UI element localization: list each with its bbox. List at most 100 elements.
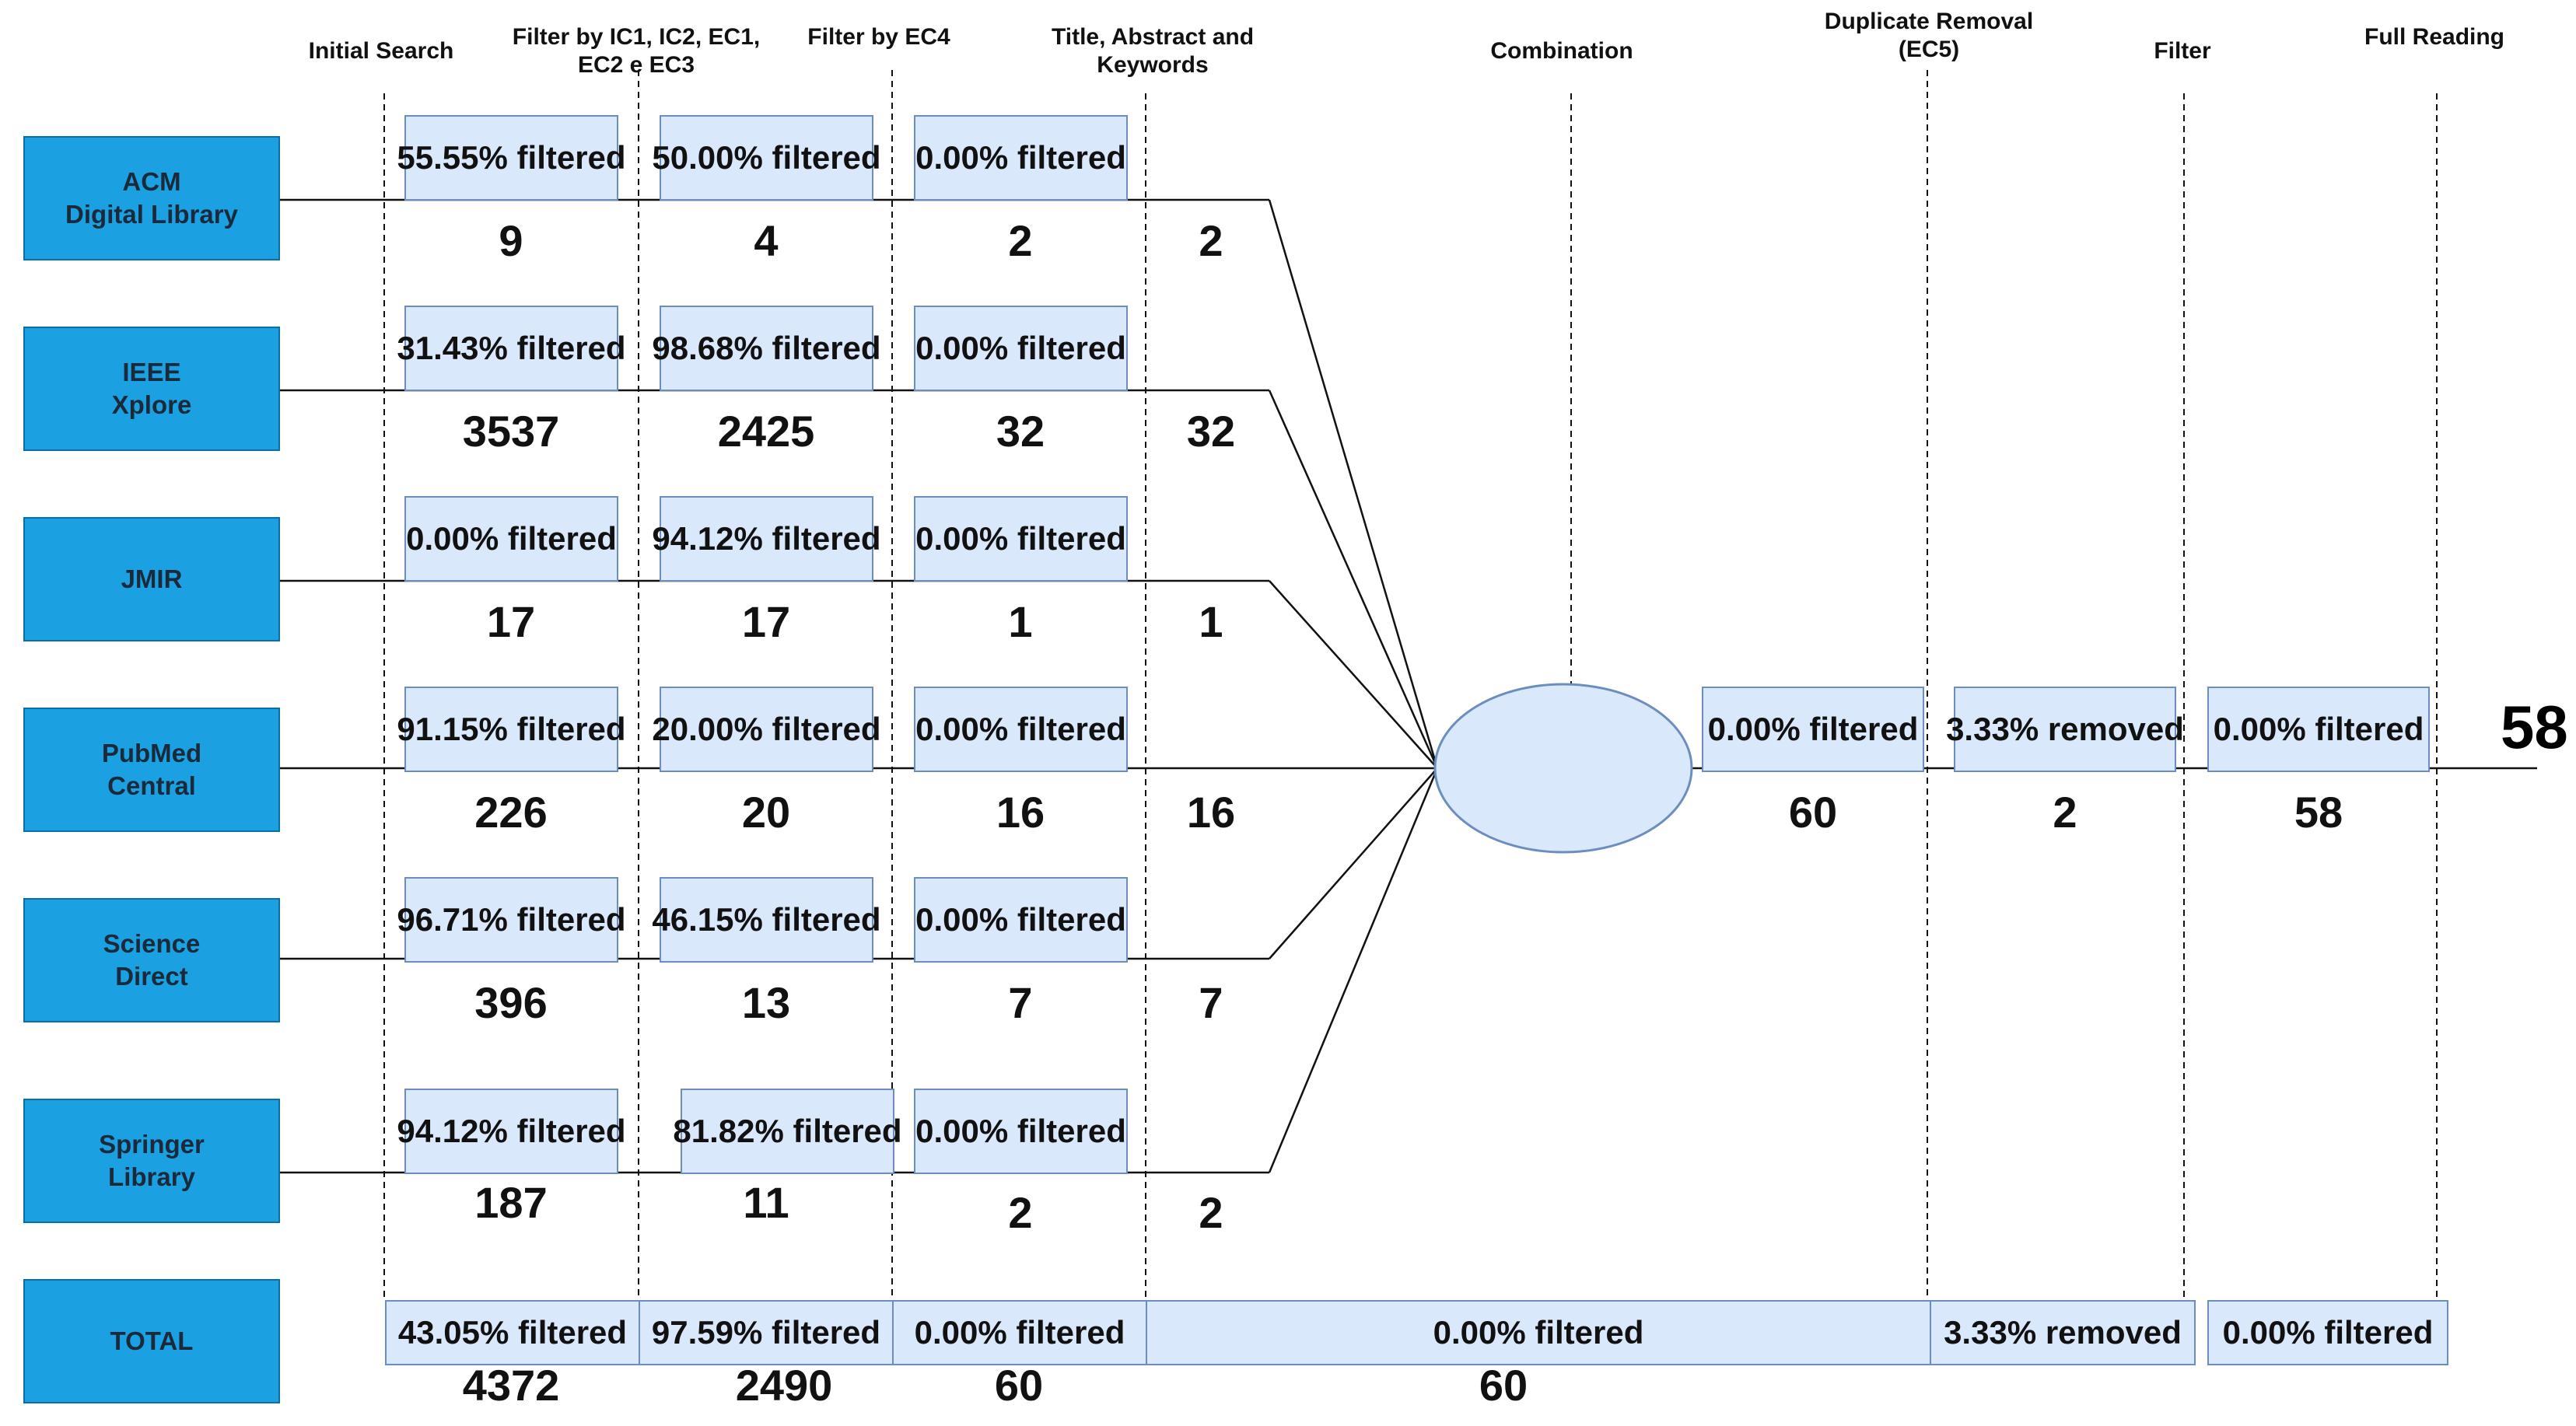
filter-text: 0.00% filtered [915, 711, 1126, 747]
count-value: 16 [996, 788, 1045, 837]
count-value: 226 [474, 788, 548, 837]
filter-box: 0.00% filtered [914, 1089, 1128, 1174]
count-value: 32 [1186, 407, 1236, 456]
count-value: 4 [754, 216, 779, 265]
source-label: Science Direct [103, 929, 201, 991]
merge-flow-line [1268, 767, 1439, 1173]
source-total: TOTAL [23, 1279, 280, 1403]
merge-flow-line [1268, 390, 1439, 769]
total-filter-text: 3.33% removed [1944, 1314, 2182, 1351]
source-label: ACM Digital Library [65, 167, 238, 229]
count-value: 11 [743, 1178, 789, 1227]
count-value: 1 [1008, 597, 1033, 646]
filter-box: 94.12% filtered [397, 1089, 626, 1174]
total-filter-text: 0.00% filtered [2222, 1314, 2434, 1351]
total-filter-box: 0.00% filtered [2207, 1300, 2448, 1365]
filter-box: 0.00% filtered [404, 496, 618, 582]
source-jmir: JMIR [23, 517, 280, 641]
total-count: 60 [1479, 1361, 1528, 1410]
total-filter-box: 97.59% filtered [639, 1300, 894, 1365]
total-filter-text: 0.00% filtered [914, 1314, 1125, 1351]
filter-box: 0.00% filtered [914, 496, 1128, 582]
filter-text: 31.43% filtered [397, 330, 626, 366]
source-label: Springer Library [99, 1130, 205, 1191]
filter-box: 0.00% filtered [914, 877, 1128, 963]
filter-box: 55.55% filtered [397, 115, 626, 201]
total-count: 4372 [462, 1361, 560, 1410]
count-value: 2425 [717, 407, 815, 456]
filter-text: 55.55% filtered [397, 139, 626, 176]
stage-header-initial-search: Initial Search [308, 38, 454, 64]
filter-box: 91.15% filtered [397, 687, 626, 772]
filter-text: 0.00% filtered [2213, 711, 2424, 747]
combined-count: 60 [1788, 788, 1838, 837]
filter-text: 0.00% filtered [915, 330, 1126, 366]
filtered-count: 58 [2294, 788, 2343, 837]
filter-text: 3.33% removed [1946, 711, 2184, 747]
filter-text: 98.68% filtered [652, 330, 881, 366]
count-value: 13 [741, 978, 791, 1027]
filter-text: 0.00% filtered [1707, 711, 1919, 747]
filter-text: 81.82% filtered [673, 1113, 902, 1149]
total-filter-box: 43.05% filtered [385, 1300, 640, 1365]
total-filter-text: 97.59% filtered [651, 1314, 881, 1351]
filter-text: 46.15% filtered [652, 901, 881, 938]
merge-flow-line [1269, 580, 1438, 769]
filter-box: 98.68% filtered [652, 306, 881, 391]
count-value: 396 [474, 978, 548, 1027]
filter-box: 20.00% filtered [652, 687, 881, 772]
stage-header-filter: Filter [2154, 38, 2211, 64]
total-filter-box: 3.33% removed [1930, 1300, 2196, 1365]
count-value: 2 [1008, 216, 1033, 265]
filter-text: 0.00% filtered [406, 520, 617, 557]
final-filter-box: 0.00% filtered [2207, 687, 2430, 772]
filter-text: 91.15% filtered [397, 711, 626, 747]
filter-text: 20.00% filtered [652, 711, 881, 747]
combination-node [1433, 683, 1693, 854]
filter-text: 0.00% filtered [915, 1113, 1126, 1149]
filter-text: 0.00% filtered [915, 139, 1126, 176]
total-filter-box: 0.00% filtered [1146, 1300, 1931, 1365]
source-label: PubMed Central [101, 739, 202, 800]
filter-box: 96.71% filtered [397, 877, 626, 963]
filter-box: 0.00% filtered [914, 306, 1128, 391]
total-filter-text: 43.05% filtered [397, 1314, 628, 1351]
count-value: 17 [741, 597, 791, 646]
total-label: TOTAL [110, 1326, 194, 1355]
total-filter-box: 0.00% filtered [892, 1300, 1147, 1365]
filter-text: 96.71% filtered [397, 901, 626, 938]
count-value: 2 [1199, 216, 1223, 265]
count-value: 20 [741, 788, 791, 837]
source-ieee: IEEE Xplore [23, 327, 280, 451]
final-result-count: 58 [2501, 693, 2568, 761]
filter-box: 31.43% filtered [397, 306, 626, 391]
count-value: 16 [1186, 788, 1236, 837]
stage-header-filter-ic-ec: Filter by IC1, IC2, EC1, EC2 e EC3 [512, 24, 761, 78]
count-value: 32 [996, 407, 1045, 456]
total-filter-text: 0.00% filtered [1433, 1314, 1644, 1351]
merge-flow-line [1269, 767, 1438, 959]
count-value: 9 [499, 216, 523, 265]
stage-header-full-reading: Full Reading [2364, 24, 2504, 50]
total-count: 60 [994, 1361, 1044, 1410]
filter-box: 50.00% filtered [652, 115, 881, 201]
count-value: 187 [474, 1178, 548, 1227]
duplicates-count: 2 [2053, 788, 2077, 837]
source-pubmed: PubMed Central [23, 708, 280, 832]
count-value: 1 [1199, 597, 1223, 646]
filter-box: 46.15% filtered [652, 877, 881, 963]
stage-header-title-abstract: Title, Abstract and Keywords [1051, 24, 1255, 78]
stage-header-combination: Combination [1490, 38, 1633, 64]
filter-box: 81.82% filtered [673, 1089, 902, 1174]
count-value: 2 [1199, 1188, 1223, 1237]
count-value: 7 [1199, 978, 1223, 1027]
filter-text: 50.00% filtered [652, 139, 881, 176]
stage-header-duplicate-removal: Duplicate Removal (EC5) [1824, 9, 2034, 62]
count-value: 2 [1008, 1188, 1033, 1237]
duplicate-removal-box: 3.33% removed [1946, 687, 2184, 772]
filter-box: 0.00% filtered [914, 687, 1128, 772]
filter-text: 94.12% filtered [652, 520, 881, 557]
count-value: 7 [1008, 978, 1033, 1027]
source-springer: Springer Library [23, 1099, 280, 1223]
filter-text: 0.00% filtered [915, 520, 1126, 557]
